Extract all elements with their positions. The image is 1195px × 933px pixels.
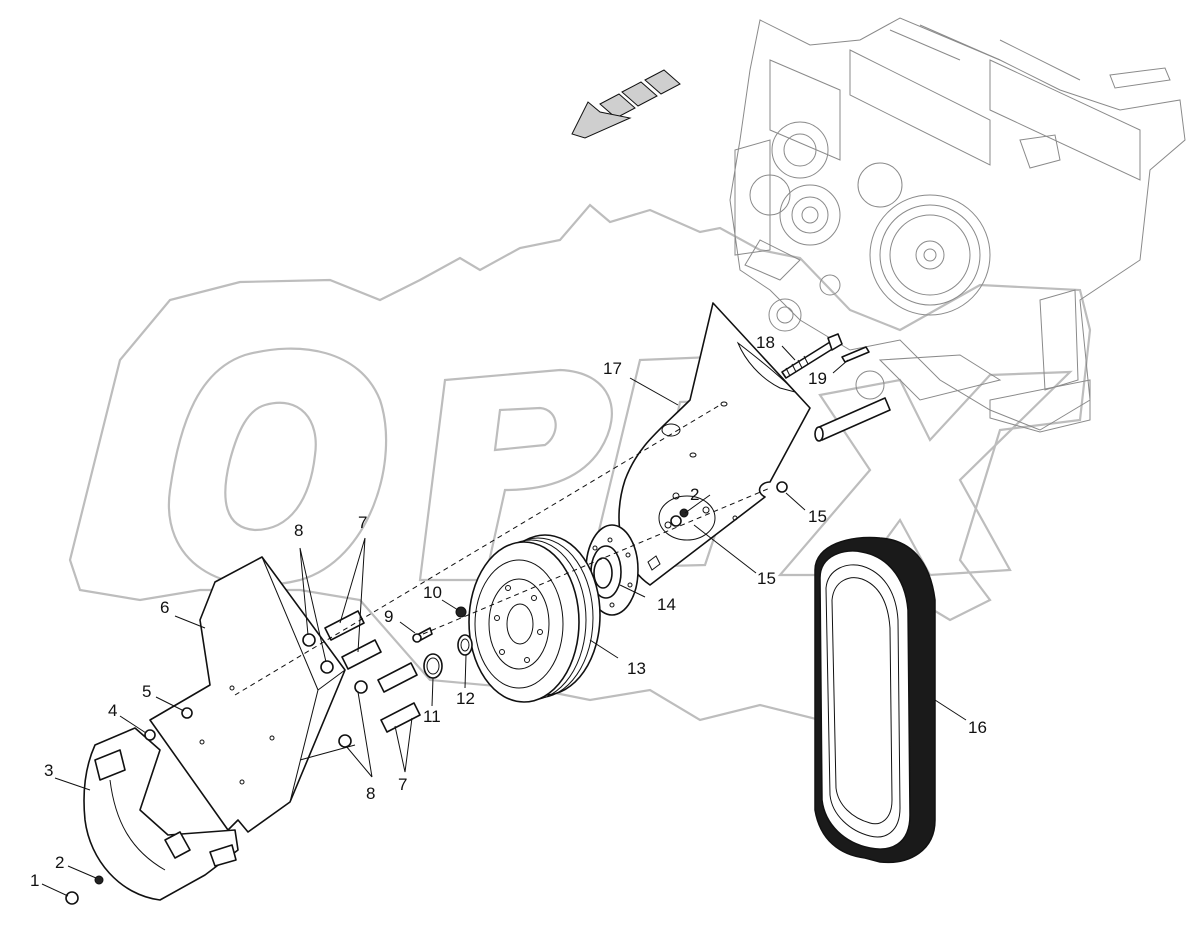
callout-13: 13 (627, 659, 646, 678)
part-19-pin (841, 346, 870, 363)
part-12-washer (457, 634, 473, 656)
part-13-pulley (468, 534, 601, 703)
direction-arrow (571, 69, 681, 139)
callout-5: 5 (142, 682, 151, 701)
machine-frame-background (729, 17, 1186, 433)
callout-18: 18 (756, 333, 775, 352)
callout-3: 3 (44, 761, 53, 780)
callout-2-washer: 2 (55, 853, 64, 872)
part-14-hub (585, 524, 639, 616)
callout-8-top: 8 (294, 521, 303, 540)
callout-labels: 1 2 2 3 4 5 6 7 7 8 8 9 10 11 12 13 14 1… (30, 333, 987, 890)
part-16-belt (814, 536, 936, 864)
callout-14: 14 (657, 595, 676, 614)
callout-12: 12 (456, 689, 475, 708)
callout-16: 16 (968, 718, 987, 737)
part-2-washer (94, 875, 104, 885)
part-3-front-cover (83, 727, 239, 901)
callout-2-screw: 2 (690, 485, 699, 504)
callout-7-top: 7 (358, 513, 367, 532)
part-11-ring (423, 653, 443, 679)
part-15-screws (670, 481, 788, 527)
part-4-nut (144, 729, 156, 741)
shaft (814, 397, 891, 442)
part-1-nut (65, 891, 79, 905)
part-6-guard-housing (149, 556, 346, 833)
callout-6: 6 (160, 598, 169, 617)
callout-15-upper: 15 (808, 507, 827, 526)
callout-19: 19 (808, 369, 827, 388)
leader-lines (41, 345, 967, 897)
part-5-nut (181, 707, 193, 719)
part-9-screw (412, 627, 433, 643)
part-8-nuts (302, 633, 368, 748)
callout-4: 4 (108, 701, 117, 720)
callout-17: 17 (603, 359, 622, 378)
callout-1: 1 (30, 871, 39, 890)
callout-9: 9 (384, 607, 393, 626)
part-17-mounting-plate (618, 302, 811, 586)
part-18-bolt (781, 333, 843, 379)
assembly-lines (234, 404, 771, 761)
callout-11: 11 (423, 707, 441, 726)
part-10-nut (455, 606, 467, 618)
callout-15-lower: 15 (757, 569, 776, 588)
callout-7-bottom: 7 (398, 775, 407, 794)
callout-10: 10 (423, 583, 442, 602)
part-7-spacers (324, 610, 421, 733)
callout-8-bottom: 8 (366, 784, 375, 803)
